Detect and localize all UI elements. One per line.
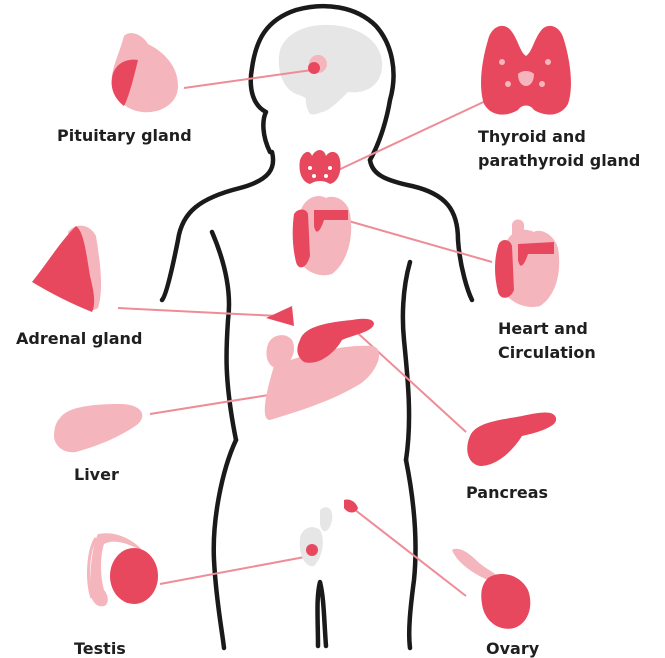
inner-legs-outline [318,582,327,646]
label-heart-line1: Heart and [498,319,588,338]
label-ovary: Ovary [486,639,540,658]
label-liver: Liver [74,465,119,484]
label-thyroid-line1: Thyroid and [478,127,586,146]
label-pancreas: Pancreas [466,483,548,502]
right-arm-outline [370,160,472,300]
brain [279,25,382,112]
thyroid-connector [334,98,492,172]
ovary-connector [350,506,466,596]
right-torso-line [403,262,410,460]
pituitary-gland-illustration [112,33,178,112]
heart-in-body [293,196,352,275]
heart-illustration [495,220,559,308]
adrenal-connector [118,308,278,316]
testis-connector [160,556,310,584]
left-arm-outline [162,152,273,300]
left-torso-line [212,232,236,440]
ovary-in-body [344,499,358,512]
label-pituitary-gland: Pituitary gland [57,126,192,145]
left-leg-outline [214,440,236,648]
pancreas-illustration [467,413,556,467]
pelvis-in-body [300,507,333,566]
ovary-illustration [452,549,530,629]
liver-illustration [54,404,142,452]
label-heart-line2: Circulation [498,343,596,362]
label-testis: Testis [74,639,126,658]
adrenal-gland-illustration [32,226,101,312]
heart-connector [338,218,492,262]
label-thyroid-line2: parathyroid gland [478,151,640,170]
thyroid-gland-illustration [481,26,571,115]
testis-illustration [89,533,158,606]
thyroid-in-body [299,150,340,184]
label-adrenal-gland: Adrenal gland [16,329,142,348]
